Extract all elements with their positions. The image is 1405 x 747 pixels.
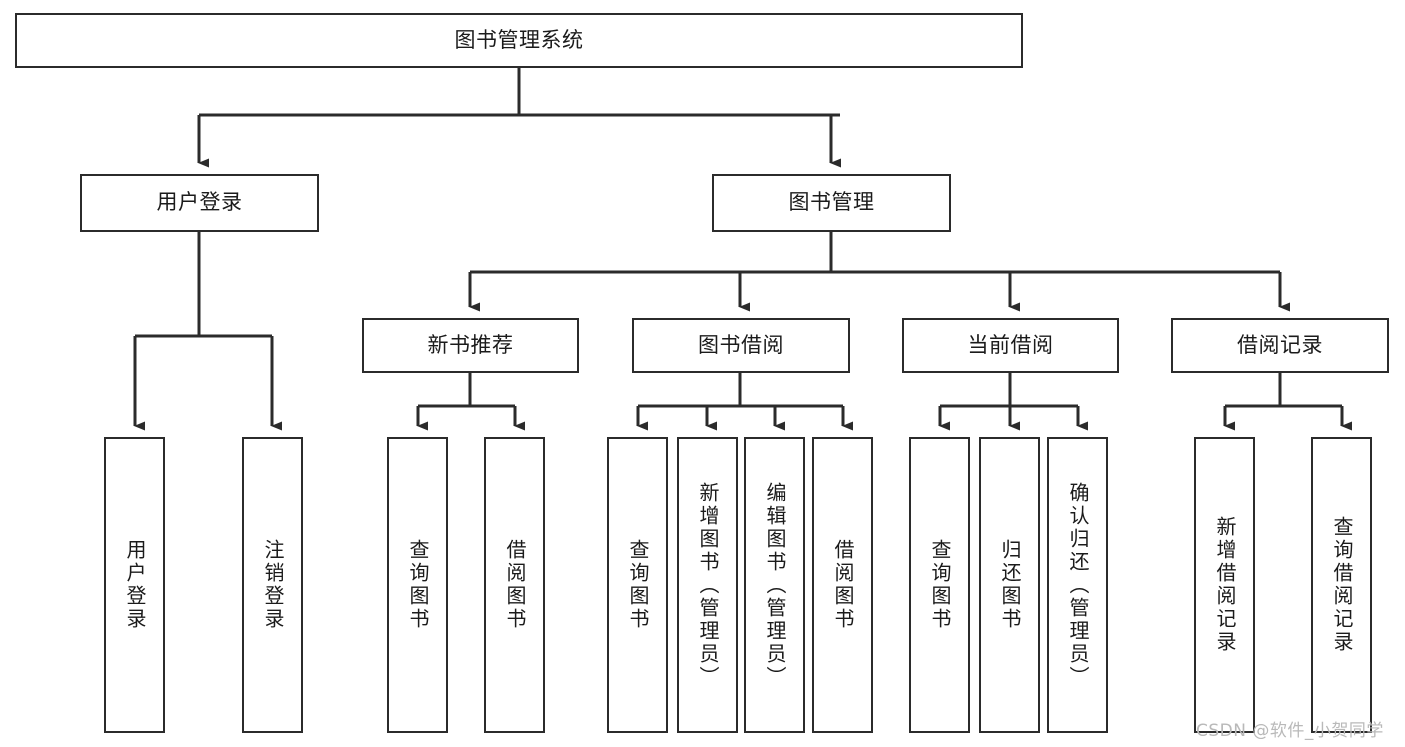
node-user-login[interactable]: 用户登录 (80, 174, 319, 232)
node-leaf-edit-book-admin[interactable]: 编辑图书（管理员） (744, 437, 805, 733)
node-leaf-borrow-book-2[interactable]: 借阅图书 (812, 437, 873, 733)
node-label: 新增图书（管理员） (696, 481, 720, 689)
edge-root-to-level1 (197, 68, 841, 168)
node-borrow-record[interactable]: 借阅记录 (1171, 318, 1389, 373)
node-current-borrow[interactable]: 当前借阅 (902, 318, 1119, 373)
edge-borrow-record-to-leaves (1223, 373, 1352, 431)
node-label: 编辑图书（管理员） (763, 481, 787, 689)
node-label: 借阅图书 (503, 539, 527, 631)
node-leaf-query-borrow-record[interactable]: 查询借阅记录 (1311, 437, 1372, 733)
csdn-watermark: CSDN @软件_小贺同学 (1196, 721, 1384, 741)
node-label: 图书管理 (788, 190, 875, 215)
node-new-book-recommend[interactable]: 新书推荐 (362, 318, 579, 373)
node-label: 新书推荐 (427, 332, 514, 357)
node-label: 确认归还（管理员） (1066, 481, 1090, 689)
node-label: 归还图书 (998, 539, 1022, 631)
node-leaf-query-book-3[interactable]: 查询图书 (909, 437, 970, 733)
node-leaf-query-book-2[interactable]: 查询图书 (607, 437, 668, 733)
edge-book-borrow-to-leaves (636, 373, 853, 431)
node-label: 借阅记录 (1237, 332, 1323, 357)
node-label: 借阅图书 (831, 539, 855, 631)
node-leaf-query-book-1[interactable]: 查询图书 (387, 437, 448, 733)
node-leaf-add-borrow-record[interactable]: 新增借阅记录 (1194, 437, 1255, 733)
edge-user-login-to-leaves (133, 232, 282, 431)
node-label: 用户登录 (156, 190, 243, 215)
node-label: 注销登录 (261, 539, 285, 631)
node-leaf-user-login[interactable]: 用户登录 (104, 437, 165, 733)
node-label: 图书管理系统 (454, 27, 584, 52)
node-label: 查询图书 (928, 539, 952, 631)
node-leaf-confirm-return-admin[interactable]: 确认归还（管理员） (1047, 437, 1108, 733)
node-leaf-borrow-book-1[interactable]: 借阅图书 (484, 437, 545, 733)
node-book-management[interactable]: 图书管理 (712, 174, 951, 232)
node-book-borrow[interactable]: 图书借阅 (632, 318, 850, 373)
node-label: 查询借阅记录 (1330, 516, 1354, 654)
node-label: 图书借阅 (698, 332, 784, 357)
node-label: 用户登录 (123, 539, 147, 631)
edge-book-manage-to-level2 (468, 232, 1290, 312)
node-leaf-return-book[interactable]: 归还图书 (979, 437, 1040, 733)
node-label: 查询图书 (406, 539, 430, 631)
node-root-book-management-system[interactable]: 图书管理系统 (15, 13, 1023, 68)
edge-current-borrow-to-leaves (938, 373, 1088, 431)
node-label: 查询图书 (626, 539, 650, 631)
edge-new-book-recommend-to-leaves (416, 373, 525, 431)
node-label: 新增借阅记录 (1213, 516, 1237, 654)
node-leaf-add-book-admin[interactable]: 新增图书（管理员） (677, 437, 738, 733)
node-label: 当前借阅 (967, 332, 1054, 357)
node-leaf-user-logout[interactable]: 注销登录 (242, 437, 303, 733)
